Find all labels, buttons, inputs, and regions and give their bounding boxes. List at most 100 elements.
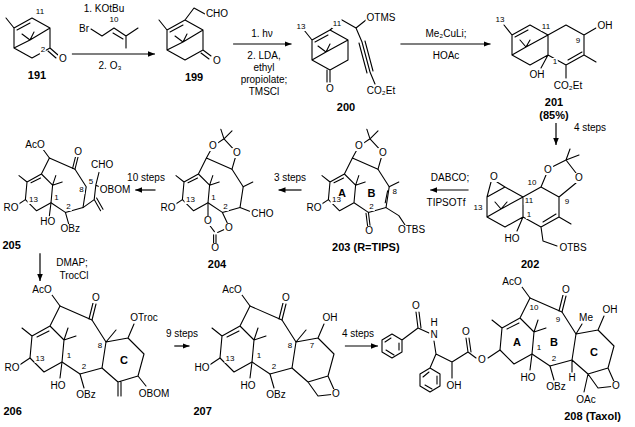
ring-label: C xyxy=(119,355,129,366)
atom-label: CO₂Et xyxy=(366,86,396,96)
atom-label: O xyxy=(574,173,584,183)
atom-label: N xyxy=(429,330,438,340)
atom-number: 2 xyxy=(271,363,277,371)
reagent-label: DMAP; xyxy=(55,258,89,268)
reagent-label: HOAc xyxy=(432,51,461,61)
atom-label: OH xyxy=(602,305,619,315)
molecule-201 xyxy=(504,25,596,78)
atom-number: 2 xyxy=(551,355,557,363)
compound-number: 202 xyxy=(521,258,539,271)
atom-number: 2 xyxy=(65,203,71,211)
atom-label: OTBS xyxy=(558,243,587,253)
bond-lines xyxy=(159,8,211,60)
atom-label: RO xyxy=(306,203,323,213)
reagent-label: TMSCl xyxy=(248,87,281,97)
bond-lines xyxy=(208,295,336,396)
reagent-label: 4 steps xyxy=(573,123,607,133)
atom-number: 8 xyxy=(78,186,84,194)
atom-label: CHO xyxy=(250,209,274,219)
atom-label: O xyxy=(354,141,364,151)
atom-number: 8 xyxy=(287,342,293,350)
atom-label: O xyxy=(58,54,68,64)
compound-number: 191 xyxy=(28,69,46,82)
atom-label: OTroc xyxy=(129,313,158,323)
atom-label: OH xyxy=(529,70,546,80)
molecule-191 xyxy=(6,18,58,58)
compound: 205 xyxy=(0,136,135,253)
atom-number: 1 xyxy=(53,194,59,202)
atom-number: 8 xyxy=(392,188,398,196)
ring-label: B xyxy=(367,188,377,199)
atom-label: O xyxy=(232,148,242,158)
atom-label: HO xyxy=(39,217,56,227)
compound: 208 (Taxol) xyxy=(378,273,625,424)
molecule-199 xyxy=(159,8,211,60)
atom-number: 2 xyxy=(81,363,87,371)
atom-label: O xyxy=(477,355,487,365)
atom-number: 13 xyxy=(331,196,342,204)
ring-label: A xyxy=(337,188,347,199)
atom-number: 8 xyxy=(97,342,103,350)
reagent-label: 3 steps xyxy=(273,173,307,183)
reaction-arrow xyxy=(345,345,378,346)
atom-label: O xyxy=(224,223,234,233)
reagent-label: 9 steps xyxy=(165,329,199,339)
atom-number: 2 xyxy=(368,203,374,211)
atom-label: O xyxy=(281,293,291,303)
reaction-arrow xyxy=(555,123,556,145)
atom-label: O xyxy=(561,285,571,295)
reagent-label: TrocCl xyxy=(58,271,89,281)
compound-number: 206 xyxy=(4,405,22,418)
compound: 204 xyxy=(156,125,279,271)
atom-number: 1 xyxy=(526,211,532,219)
compound-number: 201 xyxy=(545,96,563,109)
compound: 202 xyxy=(469,145,592,272)
compound-number: 207 xyxy=(194,405,212,418)
compound-number: 208 (Taxol) xyxy=(564,410,621,423)
atom-label: OBOM xyxy=(138,389,171,399)
reagent-label: ethyl xyxy=(252,63,275,73)
molecule-208 xyxy=(382,287,616,392)
atom-label: HO xyxy=(240,381,257,391)
atom-label: AcO xyxy=(24,140,45,150)
reagent-label: TIPSOTf xyxy=(426,198,467,208)
reagent-label: propiolate; xyxy=(240,75,289,85)
atom-number: 11 xyxy=(524,197,534,205)
compound-number: 200 xyxy=(337,101,355,114)
atom-label: OBz xyxy=(75,390,96,400)
atom-label: OH xyxy=(597,21,614,31)
atom-label: O xyxy=(331,389,341,399)
bond-lines xyxy=(18,295,146,396)
prenyl-bromide xyxy=(91,28,138,48)
bond-lines xyxy=(487,149,579,246)
atom-label: OBz xyxy=(59,224,80,234)
atom-number: 10 xyxy=(109,16,120,24)
atom-label: O xyxy=(91,293,101,303)
reaction-arrow xyxy=(39,253,40,281)
atom-number: 13 xyxy=(296,23,307,31)
reagent-label: 1. KOtBu xyxy=(83,4,126,14)
atom-label: O xyxy=(325,84,335,94)
atom-label: O xyxy=(210,243,220,253)
atom-label: RO xyxy=(160,203,177,213)
compound: 199 xyxy=(155,4,233,85)
bond-lines xyxy=(319,129,405,226)
reaction-arrow xyxy=(400,43,490,44)
ring-label: B xyxy=(549,337,559,348)
compound: 191 xyxy=(2,4,72,83)
atom-label: O xyxy=(611,381,621,391)
reagent-label: 4 steps xyxy=(341,329,375,339)
atom-label: RO xyxy=(3,203,20,213)
atom-number: 13 xyxy=(225,355,236,363)
reaction-arrow xyxy=(430,189,468,190)
atom-number: 13 xyxy=(185,196,196,204)
compound: 200 xyxy=(292,9,401,115)
compound-number: 203 (R=TIPS) xyxy=(332,241,400,254)
atom-label: CO₂Et xyxy=(553,81,583,91)
atom-label: OH xyxy=(322,313,339,323)
compound-number: 205 xyxy=(3,239,21,252)
reagent-label: DABCO; xyxy=(430,173,470,183)
compound-number: 204 xyxy=(208,258,226,271)
ring-label: C xyxy=(589,347,599,358)
compound: 206 xyxy=(0,281,174,419)
